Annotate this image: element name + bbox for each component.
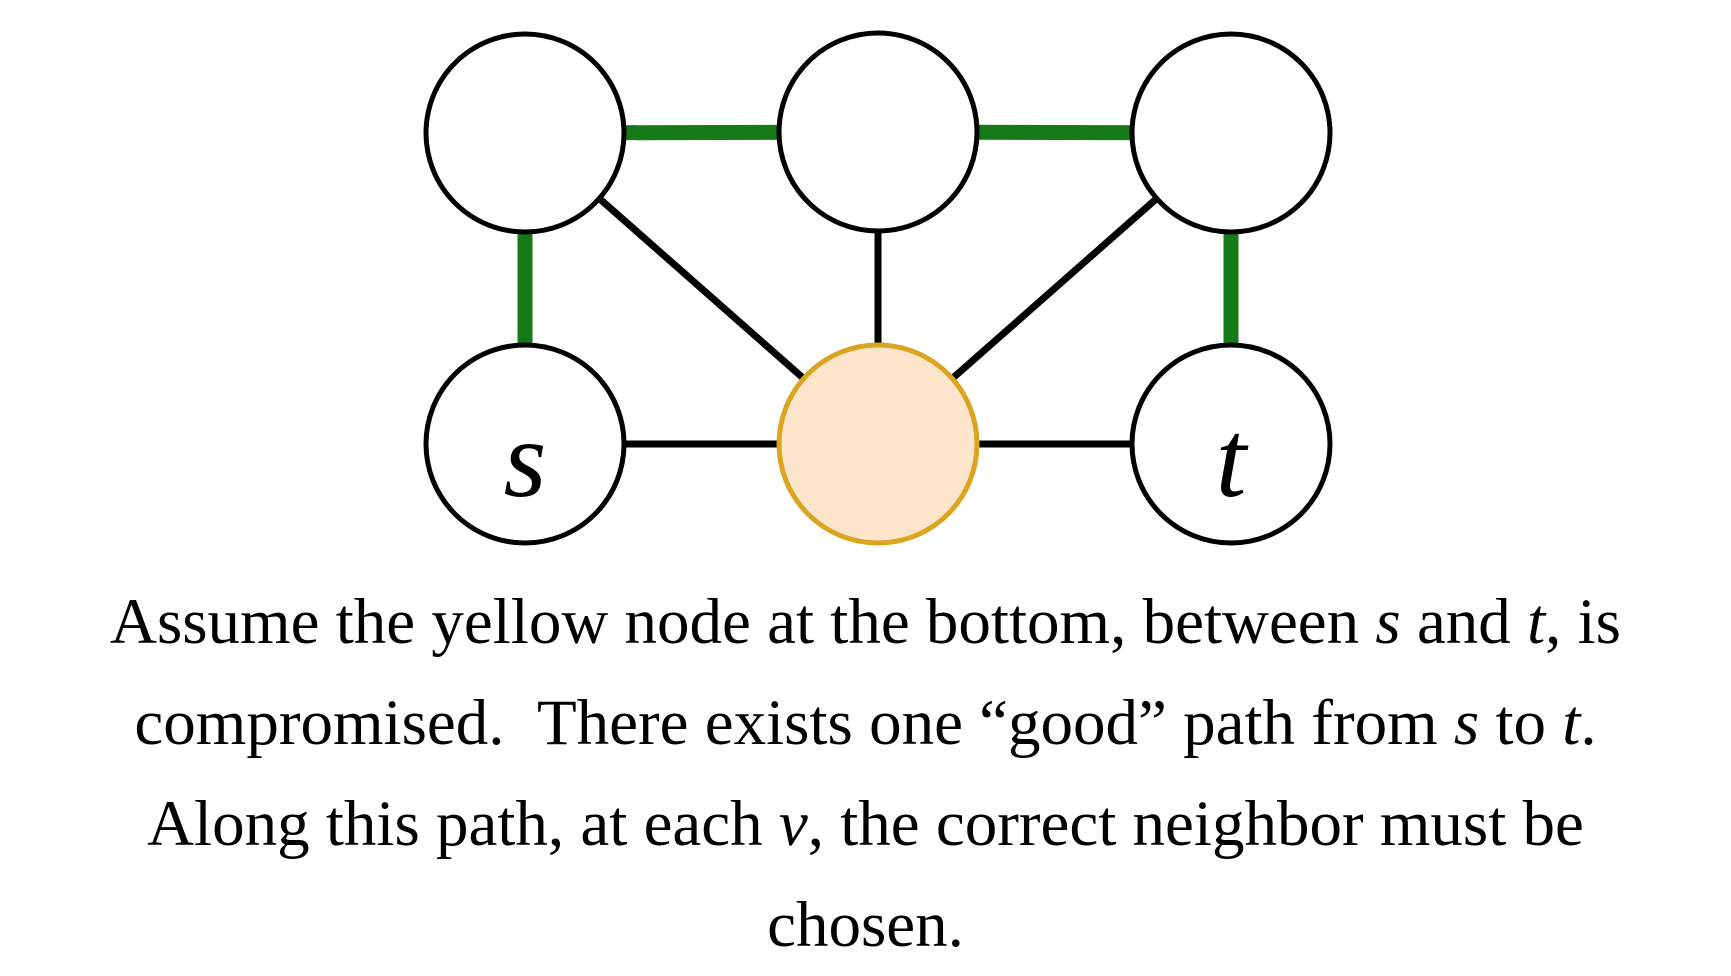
- node-label-s: s: [504, 398, 547, 520]
- caption-math-var: v: [778, 788, 808, 860]
- node-top-middle: [776, 30, 980, 234]
- node-t: [1129, 342, 1333, 546]
- node-label-t: t: [1216, 398, 1249, 520]
- node-top-right: [1129, 31, 1333, 235]
- caption-text: chosen.: [767, 889, 964, 961]
- caption-line-1: Assume the yellow node at the bottom, be…: [0, 572, 1731, 673]
- caption-text: compromised. There exists one “good” pat…: [134, 687, 1454, 759]
- node-s: [423, 342, 627, 546]
- caption-line-2: compromised. There exists one “good” pat…: [0, 673, 1731, 774]
- caption-line-3: Along this path, at each v, the correct …: [0, 774, 1731, 875]
- caption-text: to: [1479, 687, 1563, 759]
- caption-math-var: s: [1453, 687, 1480, 759]
- caption-text: , the correct neighbor must be: [807, 788, 1584, 860]
- node-compromised: [776, 342, 980, 546]
- caption-math-var: t: [1527, 586, 1546, 658]
- caption-text: , is: [1545, 586, 1621, 658]
- caption: Assume the yellow node at the bottom, be…: [0, 572, 1731, 976]
- caption-text: Along this path, at each: [147, 788, 779, 860]
- caption-math-var: s: [1375, 586, 1401, 658]
- caption-line-4: chosen.: [0, 875, 1731, 976]
- caption-math-var: t: [1562, 687, 1581, 759]
- caption-text: and: [1400, 586, 1528, 658]
- caption-text: .: [1580, 687, 1597, 759]
- caption-text: Assume the yellow node at the bottom, be…: [110, 586, 1376, 658]
- node-top-left: [423, 31, 627, 235]
